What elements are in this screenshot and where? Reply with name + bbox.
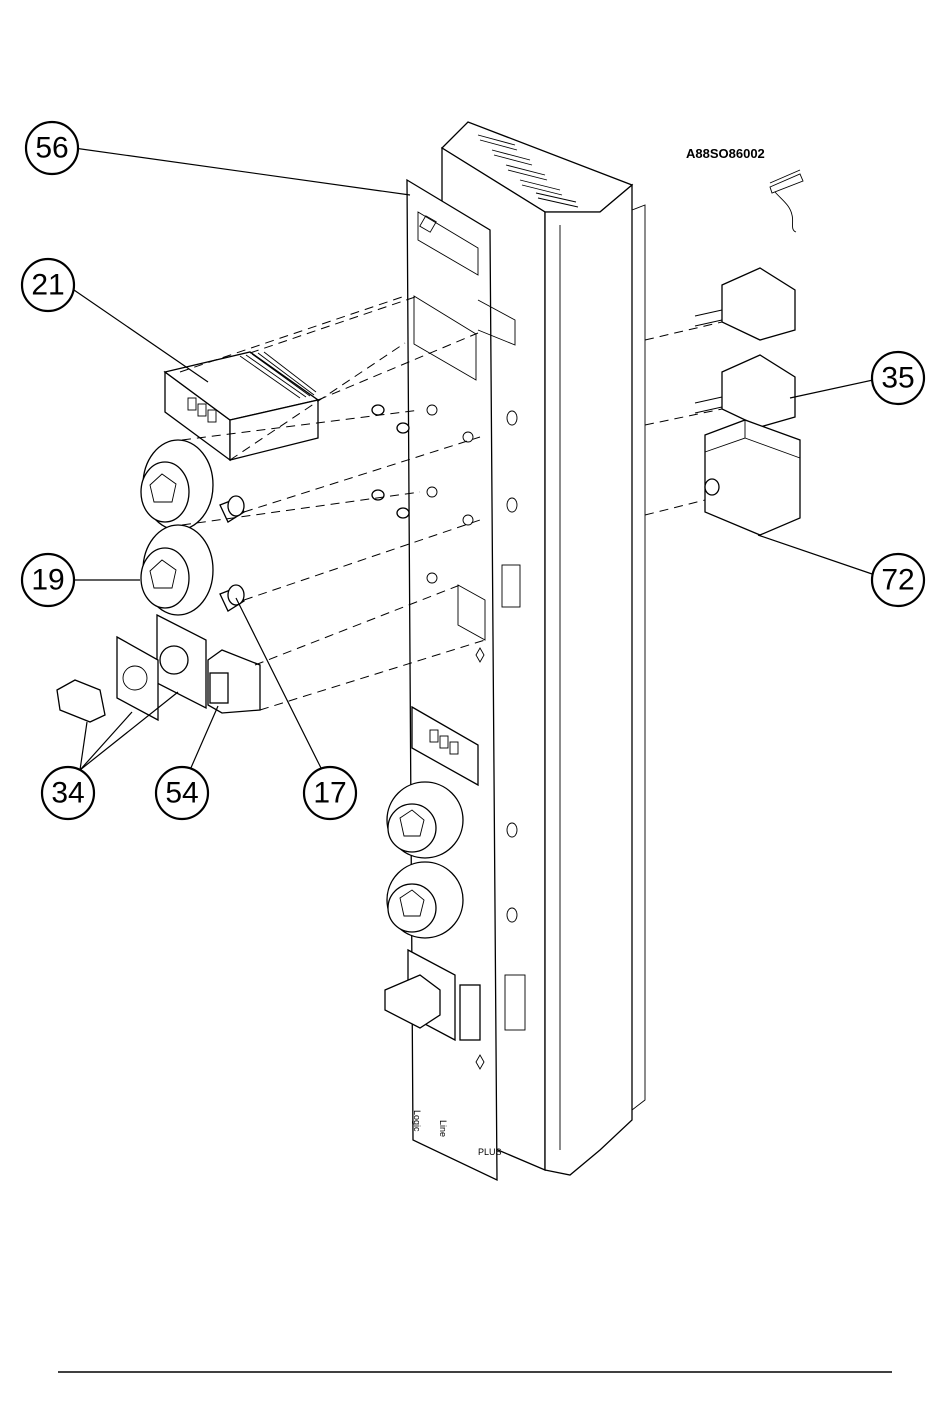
temperature-probe (770, 170, 803, 232)
main-switch (57, 615, 206, 722)
callout-21: 21 (22, 259, 74, 311)
svg-text:54: 54 (165, 777, 198, 810)
callout-56: 56 (26, 122, 78, 174)
callout-34: 34 (42, 767, 94, 819)
svg-text:19: 19 (31, 564, 64, 597)
svg-text:34: 34 (51, 777, 84, 810)
callout-72: 72 (872, 554, 924, 606)
callout-17: 17 (304, 767, 356, 819)
pilot-lamps (220, 496, 244, 611)
svg-text:Line: Line (438, 1120, 448, 1137)
svg-text:21: 21 (31, 269, 64, 302)
thermostat-upper (695, 268, 795, 340)
energy-regulator (705, 420, 800, 535)
thermostat-lower (695, 355, 795, 427)
callout-35: 35 (872, 352, 924, 404)
lower-knob (141, 525, 213, 615)
svg-text:56: 56 (35, 132, 68, 165)
svg-text:17: 17 (313, 777, 346, 810)
svg-text:72: 72 (881, 564, 914, 597)
svg-text:PLUS: PLUS (478, 1147, 502, 1157)
callout-19: 19 (22, 554, 74, 606)
upper-knob (141, 440, 213, 530)
rocker-switch (208, 650, 260, 713)
callout-54: 54 (156, 767, 208, 819)
svg-text:35: 35 (881, 362, 914, 395)
svg-text:Logic: Logic (412, 1110, 422, 1132)
